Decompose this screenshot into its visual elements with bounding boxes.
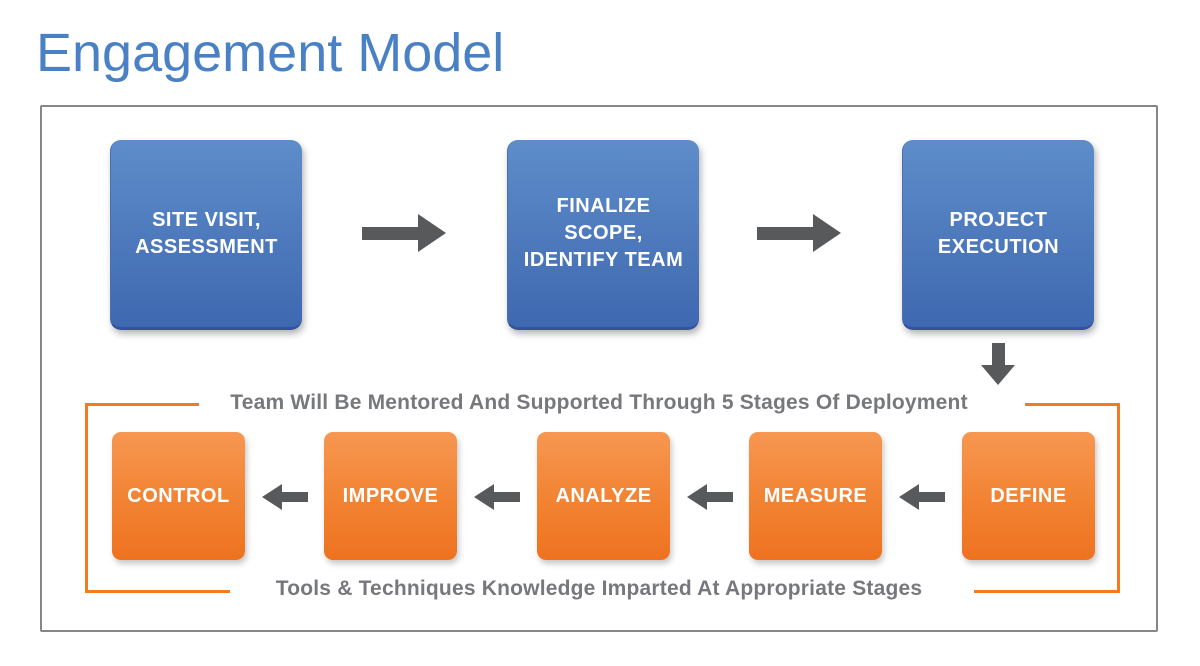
- arrow-left-icon: [899, 484, 945, 510]
- stage-box-define: DEFINE: [962, 432, 1095, 560]
- arrow-head: [262, 484, 282, 510]
- page-title: Engagement Model: [36, 23, 505, 83]
- arrow-shaft: [282, 492, 308, 502]
- arrow-shaft: [991, 343, 1005, 365]
- stage-label: MEASURE: [763, 484, 868, 507]
- arrow-right-icon: [362, 214, 446, 252]
- bracket-line: [85, 403, 88, 593]
- arrow-head: [813, 214, 841, 252]
- arrow-left-icon: [474, 484, 520, 510]
- arrow-shaft: [919, 492, 945, 502]
- phase-label: SITE VISIT, ASSESSMENT: [135, 208, 278, 258]
- stage-label: ANALYZE: [555, 484, 652, 507]
- phase-box-project-execution: PROJECT EXECUTION: [902, 140, 1094, 330]
- bracket-line: [1025, 403, 1120, 406]
- stage-label: IMPROVE: [342, 484, 439, 507]
- phase-box-site-visit: SITE VISIT, ASSESSMENT: [110, 140, 302, 330]
- stage-label: DEFINE: [990, 484, 1067, 507]
- arrow-head: [474, 484, 494, 510]
- bracket-line: [85, 590, 230, 593]
- arrow-shaft: [757, 226, 813, 240]
- stage-box-measure: MEASURE: [749, 432, 882, 560]
- stage-box-improve: IMPROVE: [324, 432, 457, 560]
- stage-box-control: CONTROL: [112, 432, 245, 560]
- bracket-line: [1117, 403, 1120, 593]
- arrow-head: [899, 484, 919, 510]
- tools-note: Tools & Techniques Knowledge Imparted At…: [275, 577, 923, 600]
- arrow-shaft: [362, 226, 418, 240]
- bracket-line: [85, 403, 199, 406]
- mentor-note: Team Will Be Mentored And Supported Thro…: [230, 391, 968, 414]
- stage-label: CONTROL: [127, 484, 230, 507]
- arrow-head: [687, 484, 707, 510]
- arrow-down-icon: [981, 343, 1015, 385]
- phase-label: FINALIZE SCOPE, IDENTIFY TEAM: [523, 195, 684, 271]
- arrow-left-icon: [262, 484, 308, 510]
- bracket-line: [974, 590, 1120, 593]
- arrow-right-icon: [757, 214, 841, 252]
- stage-box-analyze: ANALYZE: [537, 432, 670, 560]
- arrow-shaft: [707, 492, 733, 502]
- phase-box-finalize-scope: FINALIZE SCOPE, IDENTIFY TEAM: [507, 140, 699, 330]
- phase-label: PROJECT EXECUTION: [937, 208, 1060, 258]
- arrow-head: [981, 365, 1015, 385]
- engagement-model-diagram: SITE VISIT, ASSESSMENT FINALIZE SCOPE, I…: [40, 105, 1158, 632]
- arrow-head: [418, 214, 446, 252]
- arrow-left-icon: [687, 484, 733, 510]
- arrow-shaft: [494, 492, 520, 502]
